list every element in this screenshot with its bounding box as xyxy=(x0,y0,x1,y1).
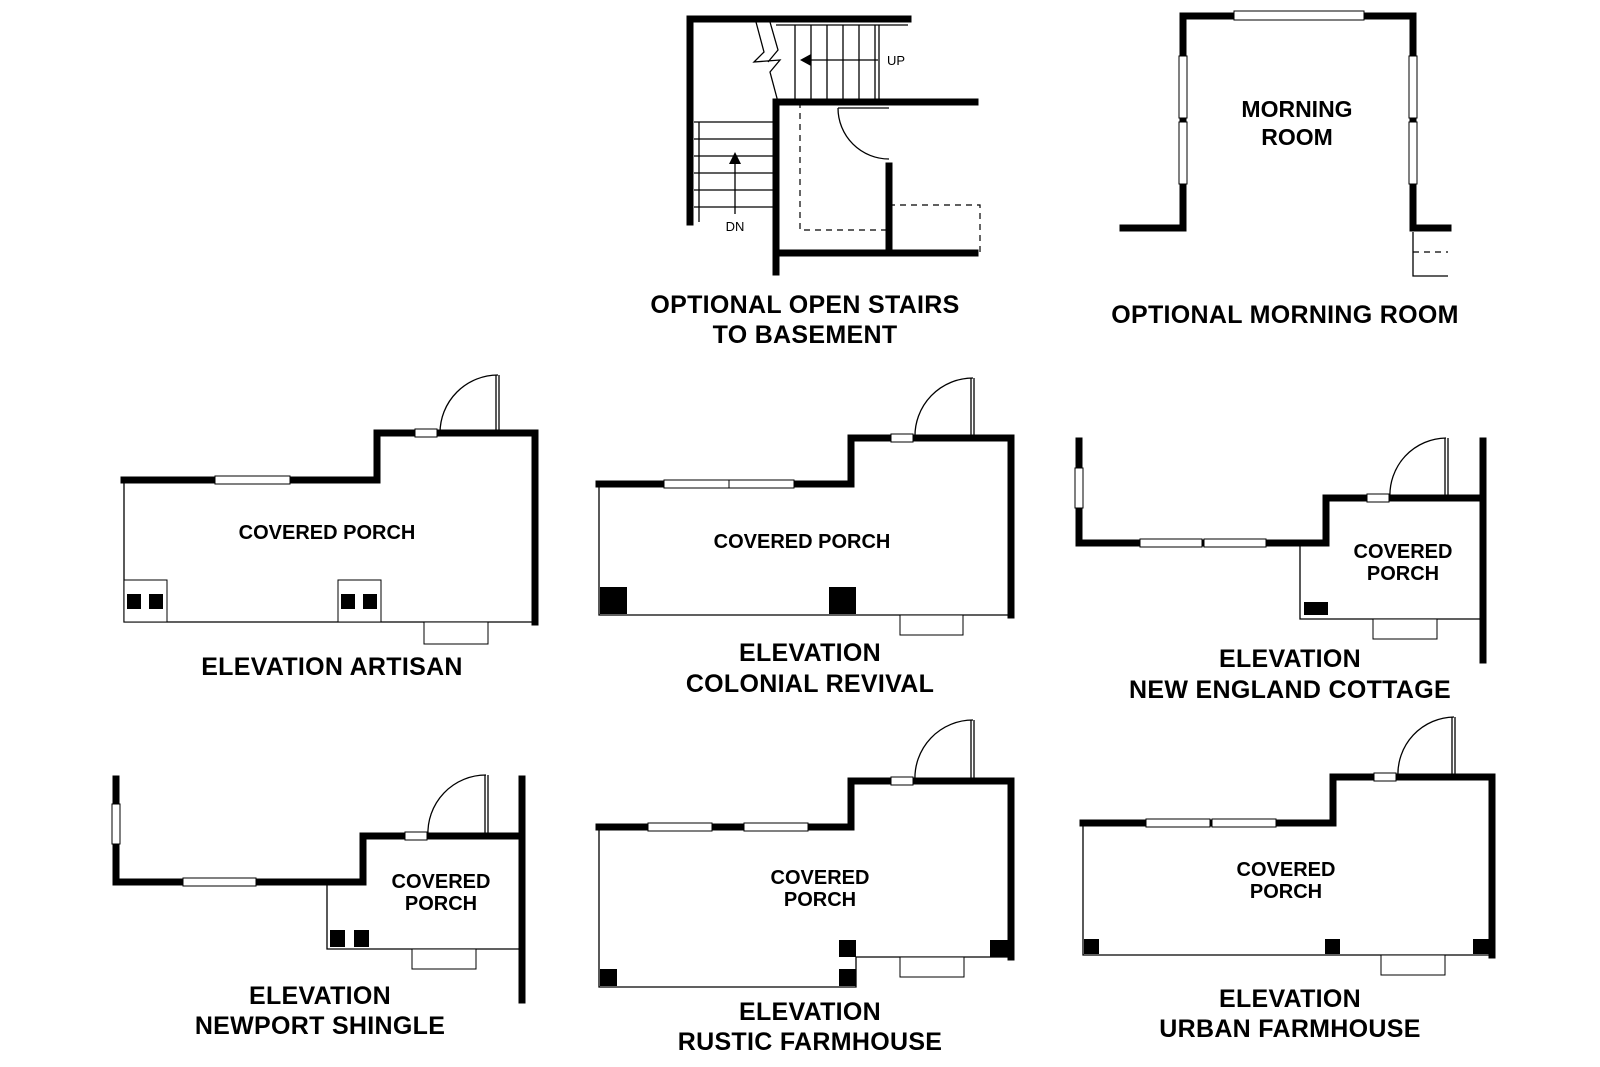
urban-title-line2: URBAN FARMHOUSE xyxy=(1159,1015,1420,1043)
artisan-door xyxy=(439,374,500,434)
morning-room-title: OPTIONAL MORNING ROOM xyxy=(1111,301,1459,329)
newport-door-sidelight xyxy=(404,831,428,841)
colonial-room-label: COVERED PORCH xyxy=(714,531,891,553)
rustic-step xyxy=(899,956,965,978)
cottage-door-sidelight xyxy=(1366,493,1390,503)
newport-door xyxy=(427,774,489,837)
artisan-column-base-left xyxy=(123,579,168,623)
urban-title-line1: ELEVATION xyxy=(1219,985,1361,1013)
newport-title-line1: ELEVATION xyxy=(249,982,391,1010)
colonial-column-right xyxy=(829,587,856,614)
stairs-title-line1: OPTIONAL OPEN STAIRS xyxy=(650,291,959,319)
cottage-room-label-line2: PORCH xyxy=(1367,563,1439,585)
rustic-column-2 xyxy=(839,969,856,986)
cottage-title-line2: NEW ENGLAND COTTAGE xyxy=(1129,676,1451,704)
urban-room-label-line1: COVERED xyxy=(1237,859,1336,881)
morning-room-label-line2: ROOM xyxy=(1261,124,1333,150)
urban-door-sidelight xyxy=(1373,772,1397,782)
colonial-window-1 xyxy=(663,479,730,489)
newport-column-1 xyxy=(330,930,345,947)
newport-room-label-line2: PORCH xyxy=(405,893,477,915)
cottage-window-1 xyxy=(1139,538,1203,548)
rustic-title-line2: RUSTIC FARMHOUSE xyxy=(678,1028,943,1056)
newport-title-line2: NEWPORT SHINGLE xyxy=(195,1012,445,1040)
rustic-room-label-line1: COVERED xyxy=(771,867,870,889)
urban-door xyxy=(1397,716,1456,778)
morning-room-label-line1: MORNING xyxy=(1241,96,1352,122)
dn-arrow-icon xyxy=(729,152,741,164)
morning-room-diagram: MORNING ROOM OPTIONAL MORNING ROOM xyxy=(1111,10,1459,329)
morning-room-right-window-1 xyxy=(1408,55,1418,119)
rustic-farmhouse-diagram: COVERED PORCH ELEVATION RUSTIC FARMHOUSE xyxy=(595,719,1015,1056)
morning-room-right-window-2 xyxy=(1408,121,1418,185)
newport-column-2 xyxy=(354,930,369,947)
new-england-cottage-diagram: COVERED PORCH ELEVATION NEW ENGLAND COTT… xyxy=(1074,437,1487,704)
morning-room-left-window-2 xyxy=(1178,121,1188,185)
closet-door xyxy=(837,107,890,160)
urban-column-1 xyxy=(1084,939,1099,954)
colonial-title-line1: ELEVATION xyxy=(739,639,881,667)
rustic-column-4 xyxy=(990,940,1010,957)
up-arrow-icon xyxy=(800,54,811,66)
urban-window-1 xyxy=(1145,818,1211,828)
rustic-door-sidelight xyxy=(890,776,914,786)
urban-column-3 xyxy=(1473,939,1491,954)
hidden-outline xyxy=(799,102,889,231)
colonial-revival-diagram: COVERED PORCH ELEVATION COLONIAL REVIVAL xyxy=(595,377,1015,698)
newport-window xyxy=(182,877,257,887)
newport-room-label-line1: COVERED xyxy=(392,871,491,893)
cottage-title-line1: ELEVATION xyxy=(1219,645,1361,673)
break-line xyxy=(752,21,782,103)
rustic-door xyxy=(914,719,975,782)
lower-stair-run xyxy=(694,121,776,222)
newport-step xyxy=(411,948,477,970)
newport-left-window xyxy=(111,803,121,845)
cottage-left-window xyxy=(1074,467,1084,509)
rustic-title-line1: ELEVATION xyxy=(739,998,881,1026)
urban-farmhouse-diagram: COVERED PORCH ELEVATION URBAN FARMHOUSE xyxy=(1079,716,1496,1043)
artisan-column-base-right xyxy=(337,579,382,623)
cottage-door xyxy=(1389,437,1449,499)
artisan-diagram: COVERED PORCH ELEVATION ARTISAN xyxy=(120,374,539,681)
urban-step xyxy=(1380,954,1446,976)
morning-room-left-window-1 xyxy=(1178,55,1188,119)
urban-room-label-line2: PORCH xyxy=(1250,881,1322,903)
colonial-title-line2: COLONIAL REVIVAL xyxy=(686,670,934,698)
rustic-window-1 xyxy=(647,822,713,832)
rustic-column-3 xyxy=(839,940,856,957)
cottage-window-2 xyxy=(1203,538,1267,548)
colonial-column-left xyxy=(600,587,627,614)
cottage-room-label-line1: COVERED xyxy=(1354,541,1453,563)
dn-label: DN xyxy=(726,219,745,234)
rustic-window-2 xyxy=(743,822,809,832)
colonial-window-2 xyxy=(728,479,795,489)
artisan-door-sidelight xyxy=(414,428,438,438)
newport-shingle-diagram: COVERED PORCH ELEVATION NEWPORT SHINGLE xyxy=(111,774,526,1040)
up-label: UP xyxy=(887,53,905,68)
rustic-room-label-line2: PORCH xyxy=(784,889,856,911)
colonial-step xyxy=(899,614,964,636)
artisan-title: ELEVATION ARTISAN xyxy=(201,653,463,681)
cottage-step xyxy=(1372,618,1438,640)
stairs-title-line2: TO BASEMENT xyxy=(713,321,898,349)
cottage-column xyxy=(1304,602,1328,615)
morning-room-top-window xyxy=(1233,10,1365,21)
artisan-room-label: COVERED PORCH xyxy=(239,522,416,544)
urban-window-2 xyxy=(1211,818,1277,828)
open-stairs-diagram: UP DN OPTIONAL OPEN STAIRS TO BASEMENT xyxy=(650,15,981,349)
rustic-column-1 xyxy=(600,969,617,986)
colonial-door xyxy=(914,377,975,439)
artisan-step xyxy=(423,621,489,645)
upper-stair-run xyxy=(776,24,908,102)
urban-column-2 xyxy=(1325,939,1340,954)
artisan-window xyxy=(214,475,291,485)
colonial-door-sidelight xyxy=(890,433,914,443)
